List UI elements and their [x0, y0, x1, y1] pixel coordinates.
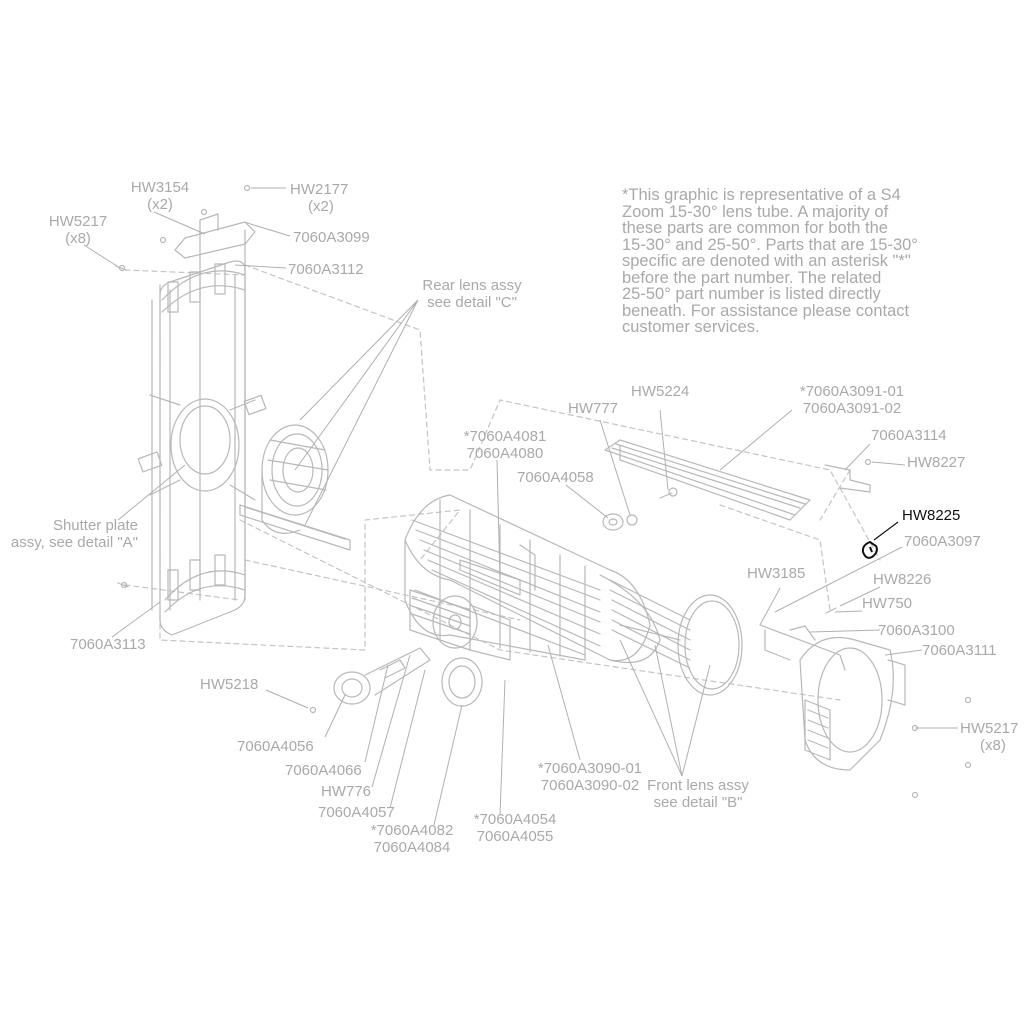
label-7060a3097[interactable]: 7060A3097 [904, 533, 981, 550]
label-hw5218[interactable]: HW5218 [200, 676, 259, 693]
rear-lens-assembly[interactable] [261, 424, 329, 534]
note-line: Zoom 15-30° lens tube. A majority of [622, 202, 889, 221]
top-rail[interactable] [604, 439, 811, 521]
label-hw776[interactable]: HW776 [321, 783, 372, 800]
label-7060a3099[interactable]: 7060A3099 [293, 229, 370, 246]
label-7060a3113[interactable]: 7060A3113 [70, 636, 146, 653]
label-7060a3100[interactable]: 7060A3100 [878, 622, 955, 639]
rear-housing[interactable] [137, 229, 267, 636]
bracket[interactable] [824, 458, 872, 493]
label-hw777[interactable]: HW777 [568, 400, 619, 417]
note-line: 25-50° part number is listed directly [622, 285, 881, 303]
note-line: 15-30° and 25-50°. Parts that are 15-30° [622, 235, 918, 254]
adjust-knob[interactable] [602, 513, 638, 531]
note-line: specific are denoted with an asterisk "*… [622, 252, 911, 270]
screws[interactable] [115, 264, 972, 799]
note-line: before the part number. The related [622, 268, 882, 287]
note-line: beneath. For assistance please contact [622, 301, 910, 320]
label-7060a3111[interactable]: 7060A3111 [922, 642, 997, 659]
zoom-knob-assembly[interactable] [409, 589, 511, 661]
label-hw8226[interactable]: HW8226 [873, 571, 932, 588]
lens-barrel[interactable] [404, 494, 651, 662]
label-hw750[interactable]: HW750 [862, 595, 913, 612]
note-line: *This graphic is representative of a S4 [622, 186, 901, 204]
label-hw2177[interactable]: HW2177(x2) [290, 181, 349, 215]
linkage-parts[interactable] [309, 647, 483, 714]
front-housing[interactable] [759, 624, 906, 771]
label-hw3154[interactable]: HW3154(x2) [130, 179, 190, 213]
label-7060a3114[interactable]: 7060A3114 [871, 427, 947, 444]
label-7060a4056[interactable]: 7060A4056 [237, 738, 314, 755]
label-hw3185[interactable]: HW3185 [747, 565, 806, 582]
note-line: customer services. [622, 318, 760, 336]
label-hw5217-right[interactable]: HW5217(x8) [960, 720, 1019, 754]
leader-lines [83, 187, 958, 826]
label-7060a4066[interactable]: 7060A4066 [285, 762, 362, 779]
front-ribbed-section[interactable] [599, 574, 691, 669]
label-7060a4058[interactable]: 7060A4058 [517, 469, 594, 486]
left-rail[interactable] [239, 504, 351, 551]
label-7060a3112[interactable]: 7060A3112 [288, 261, 364, 278]
note-line: these parts are common for both the [622, 219, 888, 237]
label-hw8225[interactable]: HW8225 [902, 507, 961, 524]
label-hw5217-left[interactable]: HW5217(x8) [48, 213, 108, 247]
label-hw5224[interactable]: HW5224 [631, 383, 690, 400]
front-lens-ring[interactable] [677, 594, 743, 696]
hw8225-highlight[interactable] [861, 521, 899, 559]
top-clamp[interactable] [159, 184, 256, 259]
label-hw8227[interactable]: HW8227 [907, 454, 966, 471]
label-7060a4057[interactable]: 7060A4057 [318, 804, 395, 821]
